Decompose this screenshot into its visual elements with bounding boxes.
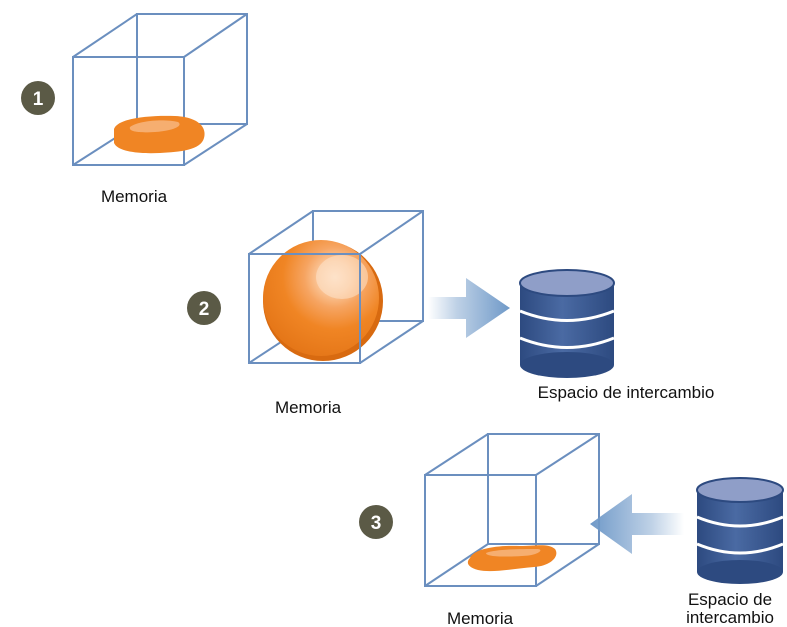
swap-label-2-line1: Espacio de — [688, 590, 772, 609]
memory-sphere — [263, 240, 383, 361]
memory-label-3: Memoria — [447, 609, 514, 627]
memory-cube-2-front — [248, 253, 361, 364]
memory-label-2: Memoria — [275, 398, 342, 417]
step-2-number: 2 — [199, 299, 210, 320]
swap-out-arrow — [428, 278, 510, 338]
step-1: 1 Memoria — [21, 13, 248, 206]
step-2: 2 Memoria Espacio de intercamb — [187, 210, 715, 417]
step-3-number: 3 — [371, 513, 382, 534]
step-1-badge: 1 — [21, 81, 55, 115]
swap-label-2-line2: intercambio — [686, 608, 774, 627]
memory-blob-small-3 — [467, 545, 557, 572]
step-3: 3 Memoria Espacio de intercambio — [359, 433, 784, 627]
swap-label-1: Espacio de intercambio — [538, 383, 715, 402]
swap-disk-2 — [696, 477, 784, 584]
step-1-number: 1 — [33, 89, 44, 110]
step-3-badge: 3 — [359, 505, 393, 539]
memory-cube-3 — [424, 433, 600, 587]
memory-blob-small-1 — [114, 115, 205, 154]
memory-label-1: Memoria — [101, 187, 168, 206]
swap-disk-1 — [519, 269, 615, 378]
swap-in-arrow — [590, 494, 684, 554]
memory-cube-1 — [72, 13, 248, 166]
step-2-badge: 2 — [187, 291, 221, 325]
